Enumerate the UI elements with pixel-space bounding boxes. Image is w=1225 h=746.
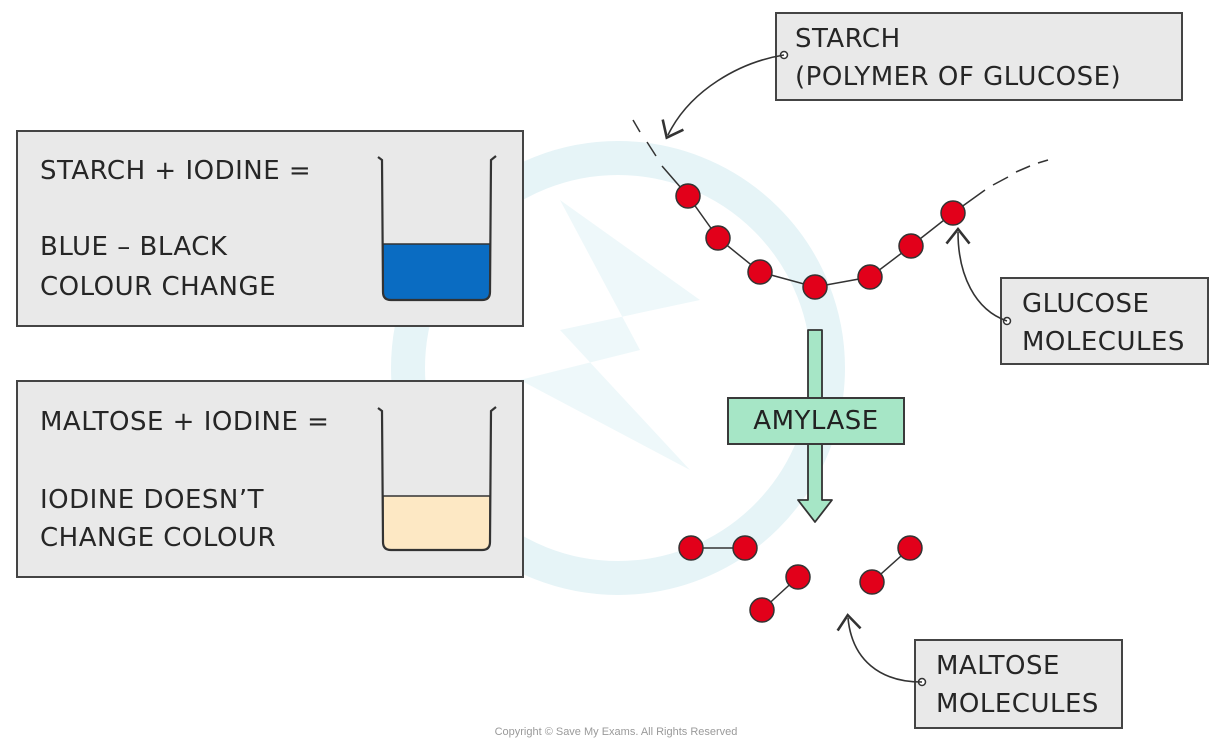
maltose-iodine-equation: MALTOSE + IODINE =	[40, 407, 330, 437]
starch-result-line2: COLOUR CHANGE	[40, 272, 277, 302]
maltose-pairs	[678, 535, 923, 623]
starch-iodine-test-box: STARCH + IODINE = BLUE – BLACK COLOUR CH…	[16, 130, 524, 327]
glucose-molecule	[675, 183, 701, 209]
starch-label-subtitle: (POLYMER OF GLUCOSE)	[795, 62, 1122, 92]
glucose-molecule	[898, 233, 924, 259]
starch-label-title: STARCH	[795, 24, 901, 54]
maltose-label-box: MALTOSE MOLECULES	[914, 639, 1123, 729]
glucose-molecule	[940, 200, 966, 226]
starch-chain	[632, 119, 1049, 300]
glucose-molecule	[705, 225, 731, 251]
glucose-molecule	[747, 259, 773, 285]
glucose-label-line1: GLUCOSE	[1022, 289, 1150, 319]
starch-label-box: STARCH (POLYMER OF GLUCOSE)	[775, 12, 1183, 101]
maltose-molecule	[859, 569, 885, 595]
starch-iodine-equation: STARCH + IODINE =	[40, 156, 312, 186]
beaker-icon	[377, 406, 497, 552]
maltose-result-line1: IODINE DOESN’T	[40, 485, 264, 515]
glucose-molecule	[857, 264, 883, 290]
copyright-notice: Copyright © Save My Exams. All Rights Re…	[494, 726, 738, 738]
glucose-molecule	[802, 274, 828, 300]
maltose-result-line2: CHANGE COLOUR	[40, 523, 277, 553]
pointer-arrows	[661, 50, 1012, 687]
amylase-enzyme-label: AMYLASE	[727, 397, 905, 445]
maltose-molecule	[678, 535, 704, 561]
maltose-label-line1: MALTOSE	[936, 651, 1060, 681]
maltose-molecule	[897, 535, 923, 561]
maltose-molecule	[749, 597, 775, 623]
glucose-label-box: GLUCOSE MOLECULES	[1000, 277, 1209, 365]
glucose-label-line2: MOLECULES	[1022, 327, 1185, 357]
maltose-molecule	[785, 564, 811, 590]
maltose-label-line2: MOLECULES	[936, 689, 1099, 719]
beaker-icon	[377, 155, 497, 302]
starch-result-line1: BLUE – BLACK	[40, 232, 228, 262]
maltose-molecule	[732, 535, 758, 561]
